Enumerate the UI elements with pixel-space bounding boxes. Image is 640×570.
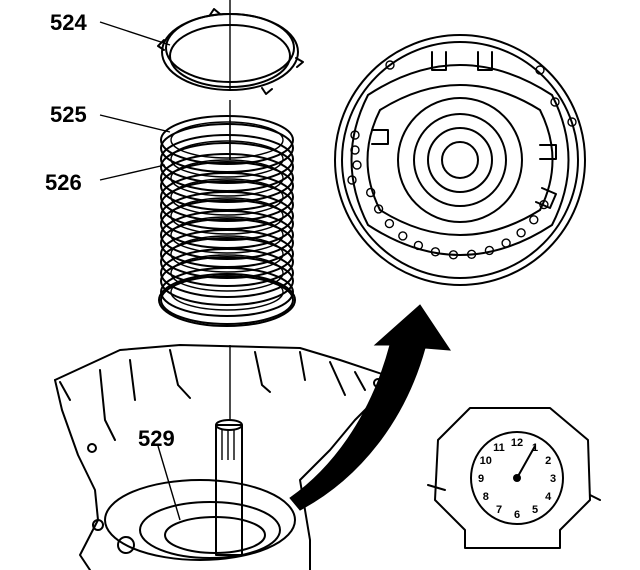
- detail-hole: [430, 247, 441, 257]
- detail-hole: [516, 228, 526, 238]
- detail-hole: [501, 238, 511, 248]
- clock-number: 9: [478, 473, 484, 485]
- callout-525: 525: [50, 102, 87, 127]
- clock-number: 3: [550, 473, 556, 485]
- part-529-shaft: [215, 345, 243, 556]
- detail-hole: [347, 175, 357, 185]
- detail-hole: [373, 204, 384, 214]
- clock-hand: [516, 445, 536, 479]
- clock-number: 7: [496, 504, 502, 516]
- detail-view-clutch-housing: [334, 34, 586, 286]
- clock-number: 12: [511, 437, 523, 449]
- clock-hub: [513, 474, 521, 482]
- detail-hole: [384, 218, 395, 229]
- leader-525: [99, 114, 171, 133]
- direction-arrow: [289, 304, 451, 511]
- callout-524: 524: [50, 10, 87, 35]
- detail-hole: [448, 250, 459, 260]
- detail-hole: [484, 245, 495, 256]
- clock-number: 10: [480, 455, 492, 467]
- leader-524: [99, 21, 171, 46]
- clock-number: 6: [514, 509, 520, 521]
- detail-hole: [567, 117, 577, 127]
- clock-number: 11: [493, 442, 505, 454]
- clutch-plate: [160, 229, 294, 287]
- clock-number: 5: [532, 504, 538, 516]
- detail-hole: [352, 160, 362, 170]
- detail-holes: [347, 60, 577, 260]
- detail-hole: [366, 187, 376, 198]
- clock-number: 4: [545, 491, 552, 503]
- detail-hole: [529, 215, 539, 225]
- detail-hole: [539, 199, 549, 210]
- detail-hole: [550, 97, 560, 107]
- part-525-526-plate-stack: [158, 115, 296, 327]
- detail-hole: [398, 231, 408, 241]
- leader-529: [157, 445, 181, 521]
- clutch-plate: [160, 248, 294, 306]
- detail-hole: [350, 130, 360, 140]
- leader-526: [99, 164, 166, 181]
- callout-529: 529: [138, 426, 175, 451]
- callout-526: 526: [45, 170, 82, 195]
- detail-hole: [535, 65, 545, 75]
- detail-hole: [350, 145, 360, 155]
- detail-hole: [385, 60, 395, 70]
- detail-hole: [466, 249, 477, 260]
- clock-number: 8: [483, 491, 489, 503]
- clock-number: 2: [545, 455, 551, 467]
- detail-hole: [413, 240, 424, 251]
- part-524-ring: [157, 8, 304, 95]
- bottom-plate: [158, 273, 296, 327]
